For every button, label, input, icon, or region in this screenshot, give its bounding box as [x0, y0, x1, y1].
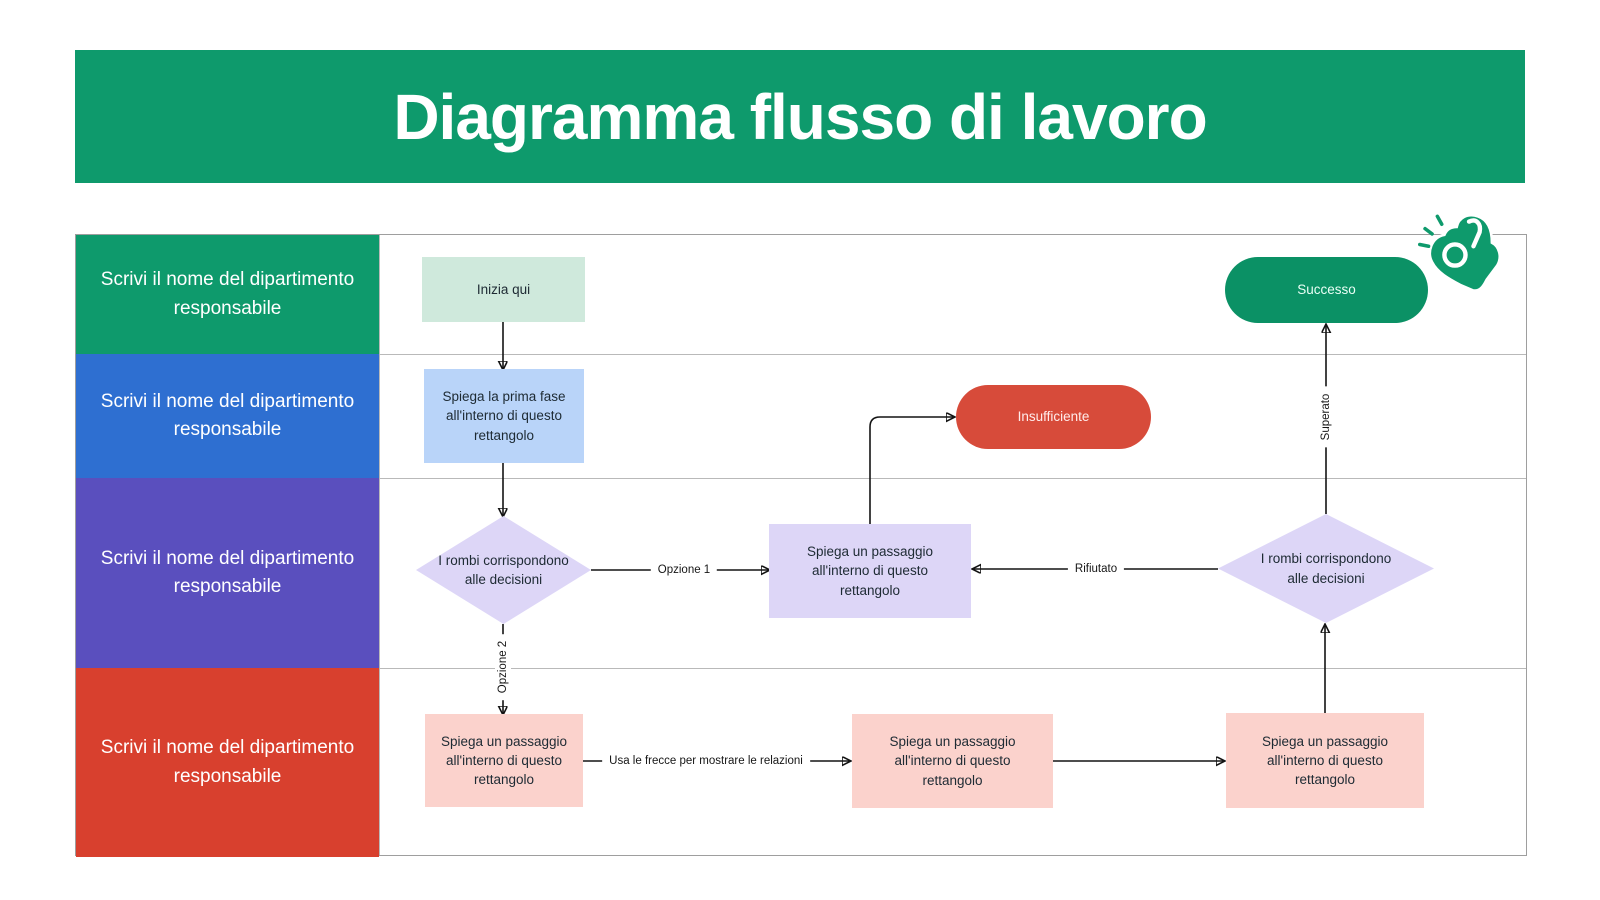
connector-label-opzione-2[interactable]: Opzione 2 [495, 633, 511, 701]
node-step-3[interactable]: Spiega un passaggio all'interno di quest… [1226, 713, 1424, 808]
connector-label-rifiutato[interactable]: Rifiutato [1067, 561, 1125, 577]
lane-label-text: Scrivi il nome del dipartimento responsa… [100, 269, 355, 319]
title-banner: Diagramma flusso di lavoro [75, 50, 1525, 183]
connector-label-superato[interactable]: Superato [1318, 386, 1334, 448]
node-start-label: Inizia qui [476, 281, 531, 297]
node-step-3-label: Spiega un passaggio all'interno di quest… [1261, 733, 1389, 788]
node-decision-left[interactable]: I rombi corrispondono alle decisioni [416, 516, 591, 624]
node-decision-right[interactable]: I rombi corrispondono alle decisioni [1218, 514, 1434, 623]
waving-hand-icon [1418, 213, 1502, 292]
node-successo-pill[interactable]: Successo [1225, 257, 1428, 323]
lane-label-text: Scrivi il nome del dipartimento responsa… [100, 737, 355, 787]
node-first-phase-label: Spiega la prima fase all'interno di ques… [442, 389, 566, 443]
node-step-1-label: Spiega un passaggio all'interno di quest… [440, 733, 568, 788]
node-decision-left-label: I rombi corrispondono alle decisioni [438, 552, 569, 587]
node-successo-label: Successo [1297, 282, 1356, 298]
lane-label-1[interactable]: Scrivi il nome del dipartimento responsa… [76, 235, 379, 354]
lane-label-2[interactable]: Scrivi il nome del dipartimento responsa… [76, 354, 379, 478]
lane-divider [76, 668, 1526, 669]
node-insufficiente-pill[interactable]: Insufficiente [956, 385, 1151, 449]
lane-label-text: Scrivi il nome del dipartimento responsa… [100, 547, 355, 598]
node-step-2[interactable]: Spiega un passaggio all'interno di quest… [852, 714, 1053, 808]
connector-label-frecce-hint[interactable]: Usa le frecce per mostrare le relazioni [602, 753, 810, 769]
node-first-phase[interactable]: Spiega la prima fase all'interno di ques… [424, 369, 584, 463]
node-step-review[interactable]: Spiega un passaggio all'interno di quest… [769, 524, 971, 618]
node-step-1[interactable]: Spiega un passaggio all'interno di quest… [425, 714, 583, 807]
node-insufficiente-label: Insufficiente [1017, 409, 1090, 425]
lane-divider [76, 354, 1526, 355]
node-step-review-label: Spiega un passaggio all'interno di quest… [806, 544, 934, 598]
connector-label-opzione-1[interactable]: Opzione 1 [650, 562, 718, 578]
node-start[interactable]: Inizia qui [422, 257, 585, 322]
lane-label-3[interactable]: Scrivi il nome del dipartimento responsa… [76, 478, 379, 668]
swimlane-diagram: Scrivi il nome del dipartimento responsa… [75, 234, 1527, 857]
lane-label-text: Scrivi il nome del dipartimento responsa… [100, 390, 355, 441]
arrow-review-to-insufficient [869, 417, 954, 524]
page-title: Diagramma flusso di lavoro [393, 80, 1207, 153]
lane-label-divider [379, 235, 380, 855]
lane-label-4[interactable]: Scrivi il nome del dipartimento responsa… [76, 668, 379, 857]
node-decision-right-label: I rombi corrispondono alle decisioni [1260, 551, 1392, 586]
node-step-2-label: Spiega un passaggio all'interno di quest… [889, 734, 1016, 788]
lane-divider [76, 478, 1526, 479]
